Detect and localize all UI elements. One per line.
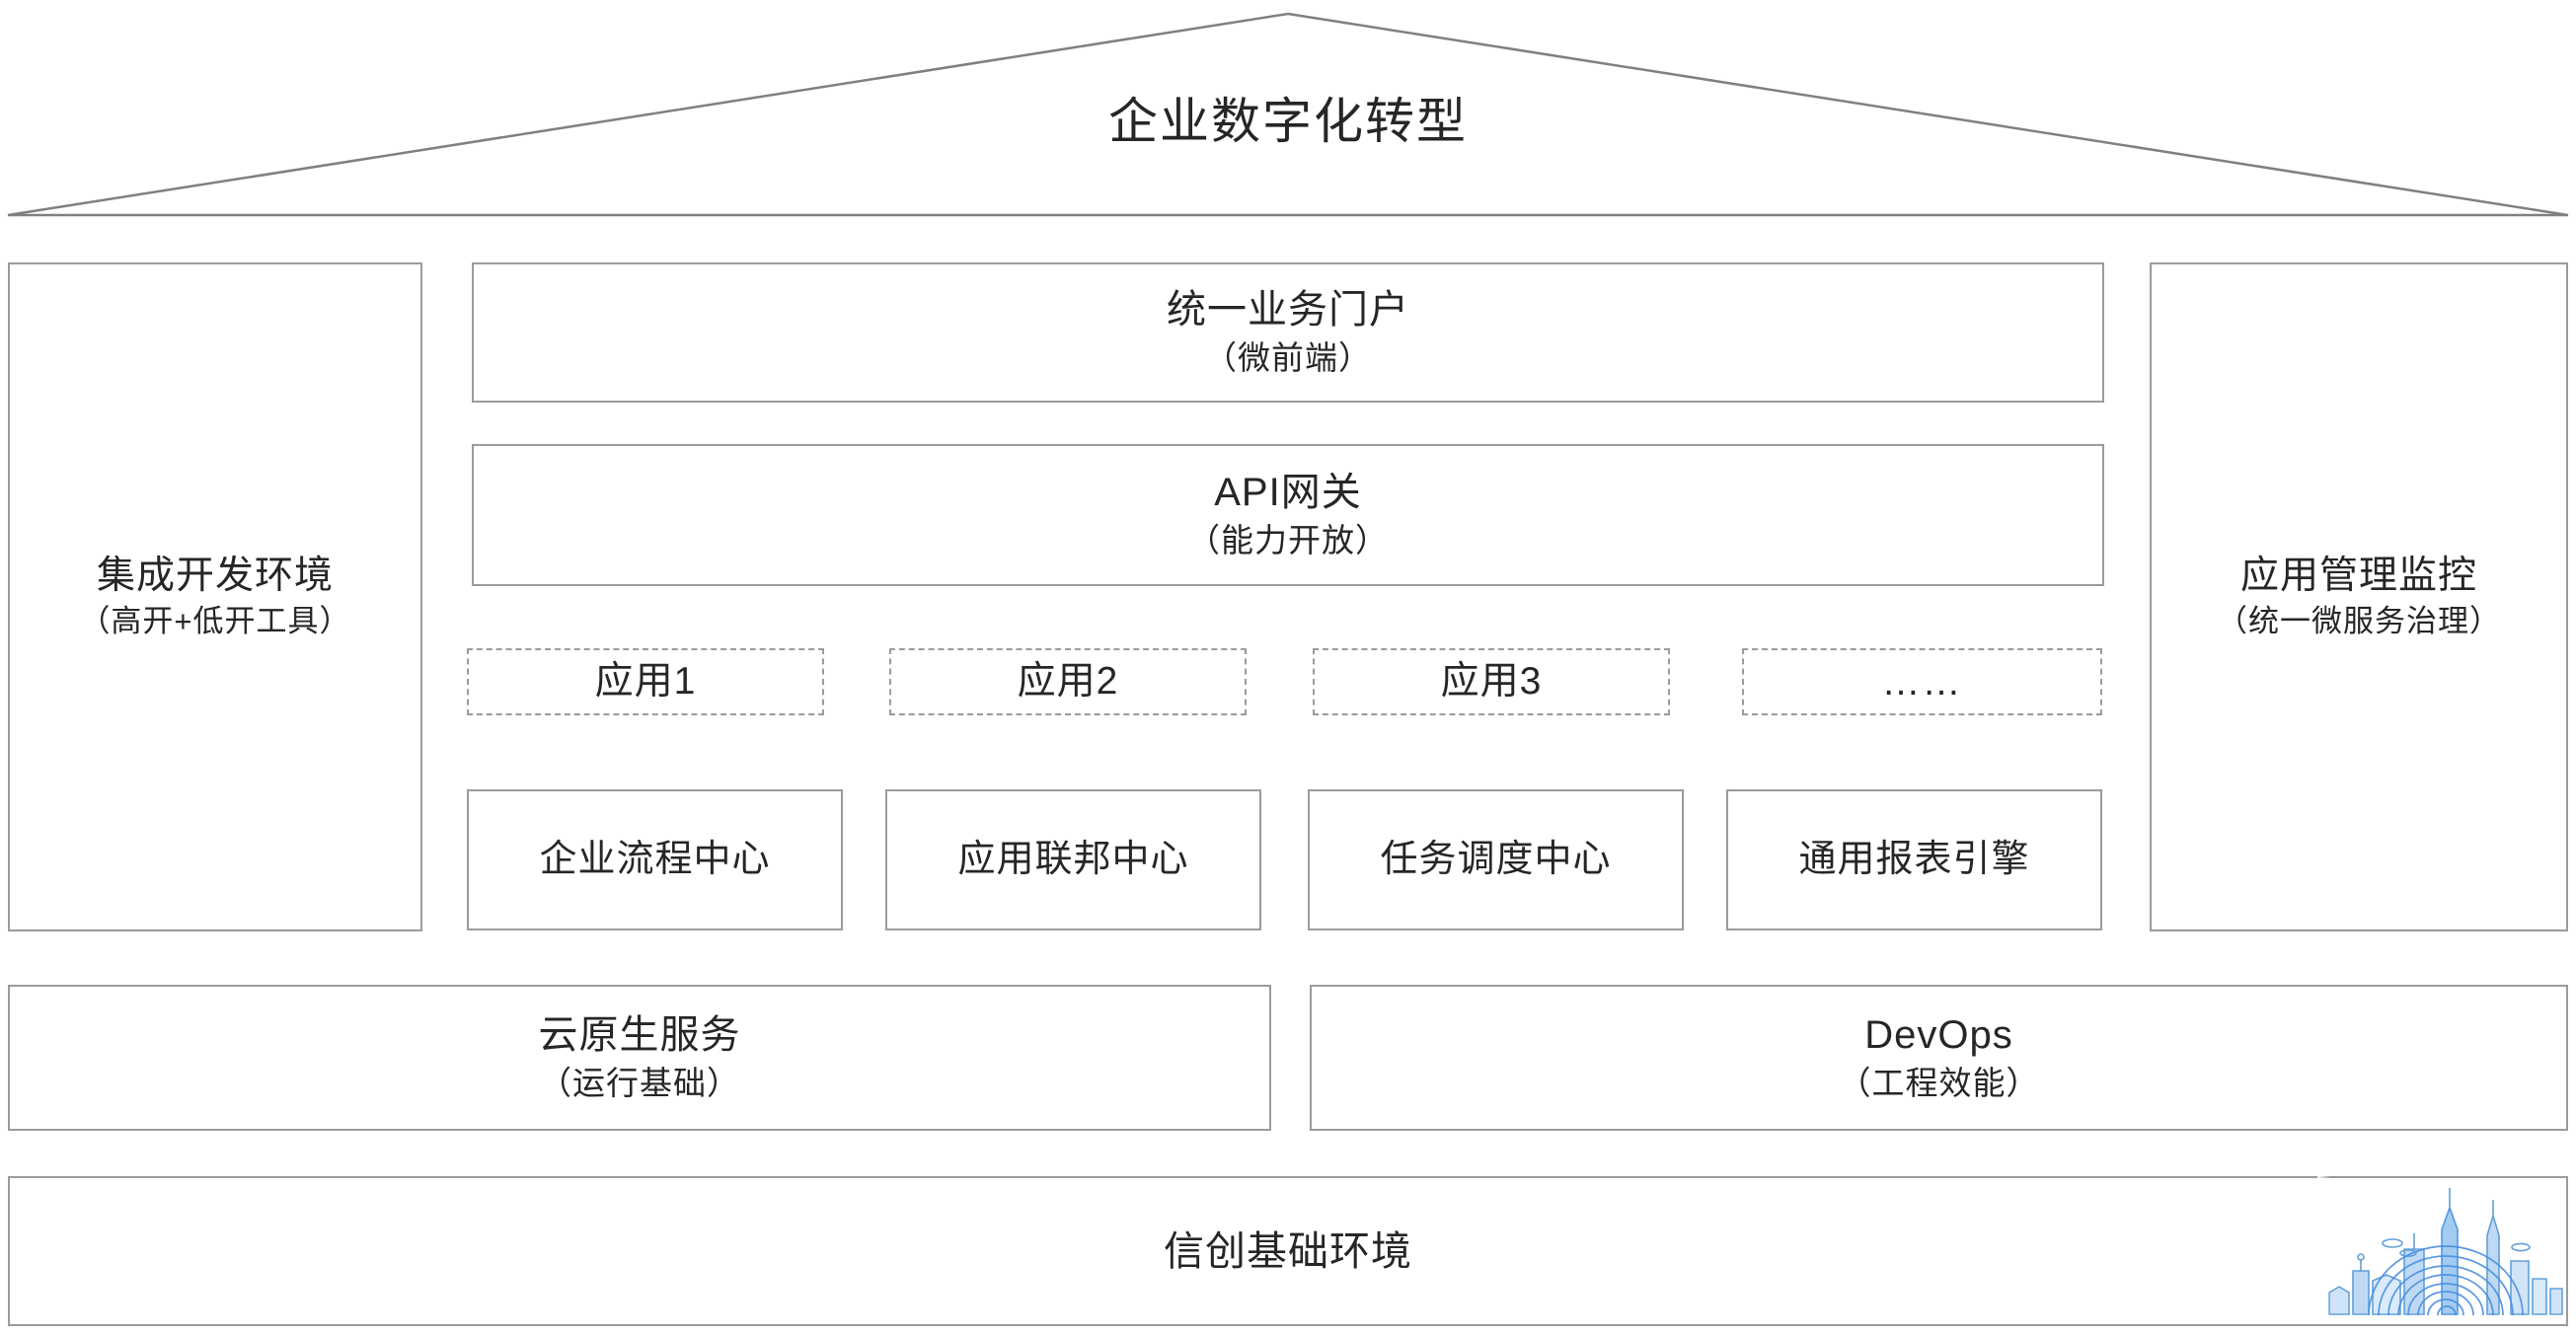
pillar-app-management-monitoring[interactable]: 应用管理监控 （统一微服务治理） xyxy=(2150,262,2568,931)
app-box-more-label: …… xyxy=(1881,660,1963,704)
card-api-gateway[interactable]: API网关 （能力开放） xyxy=(472,444,2104,586)
foundation-1-subtitle: （运行基础） xyxy=(539,1064,740,1101)
foundation-1-title: 云原生服务 xyxy=(538,1012,741,1057)
service-card-3-label: 任务调度中心 xyxy=(1380,839,1612,881)
foundation-2-subtitle: （工程效能） xyxy=(1838,1064,2040,1101)
city-skyline-fingerprint-icon xyxy=(2317,1176,2563,1322)
app-box-more[interactable]: …… xyxy=(1742,648,2102,715)
app-box-3[interactable]: 应用3 xyxy=(1313,648,1670,715)
foundation-2-title: DevOps xyxy=(1864,1012,2013,1057)
pillar-left-subtitle: （高开+低开工具） xyxy=(79,603,351,638)
roof-shape: 企业数字化转型 xyxy=(0,0,2576,229)
base-bar-title: 信创基础环境 xyxy=(1164,1227,1412,1274)
app-box-1-label: 应用1 xyxy=(594,659,697,703)
base-bar-xinchuang-environment[interactable]: 信创基础环境 xyxy=(8,1176,2568,1326)
service-card-app-federation-center[interactable]: 应用联邦中心 xyxy=(885,789,1261,930)
gateway-subtitle: （能力开放） xyxy=(1187,521,1389,558)
service-card-2-label: 应用联邦中心 xyxy=(957,839,1189,881)
app-box-1[interactable]: 应用1 xyxy=(467,648,824,715)
service-card-1-label: 企业流程中心 xyxy=(539,839,771,881)
pillar-left-title: 集成开发环境 xyxy=(96,554,334,597)
pillar-integrated-dev-environment[interactable]: 集成开发环境 （高开+低开工具） xyxy=(8,262,422,931)
service-card-4-label: 通用报表引擎 xyxy=(1798,839,2030,881)
roof-triangle-icon xyxy=(7,12,2569,217)
card-unified-business-portal[interactable]: 统一业务门户 （微前端） xyxy=(472,262,2104,403)
app-box-2-label: 应用2 xyxy=(1017,659,1119,703)
foundation-cloud-native-services[interactable]: 云原生服务 （运行基础） xyxy=(8,985,1271,1131)
portal-title: 统一业务门户 xyxy=(1167,287,1409,332)
pillar-right-title: 应用管理监控 xyxy=(2239,554,2477,597)
app-box-2[interactable]: 应用2 xyxy=(889,648,1247,715)
diagram-title: 企业数字化转型 xyxy=(1108,94,1468,149)
service-card-report-engine[interactable]: 通用报表引擎 xyxy=(1726,789,2102,930)
service-card-process-center[interactable]: 企业流程中心 xyxy=(467,789,843,930)
pillar-right-subtitle: （统一微服务治理） xyxy=(2217,603,2501,638)
service-card-task-scheduling-center[interactable]: 任务调度中心 xyxy=(1308,789,1684,930)
portal-subtitle: （微前端） xyxy=(1204,338,1372,376)
gateway-title: API网关 xyxy=(1214,470,1362,514)
foundation-devops[interactable]: DevOps （工程效能） xyxy=(1310,985,2568,1131)
app-box-3-label: 应用3 xyxy=(1440,659,1543,703)
